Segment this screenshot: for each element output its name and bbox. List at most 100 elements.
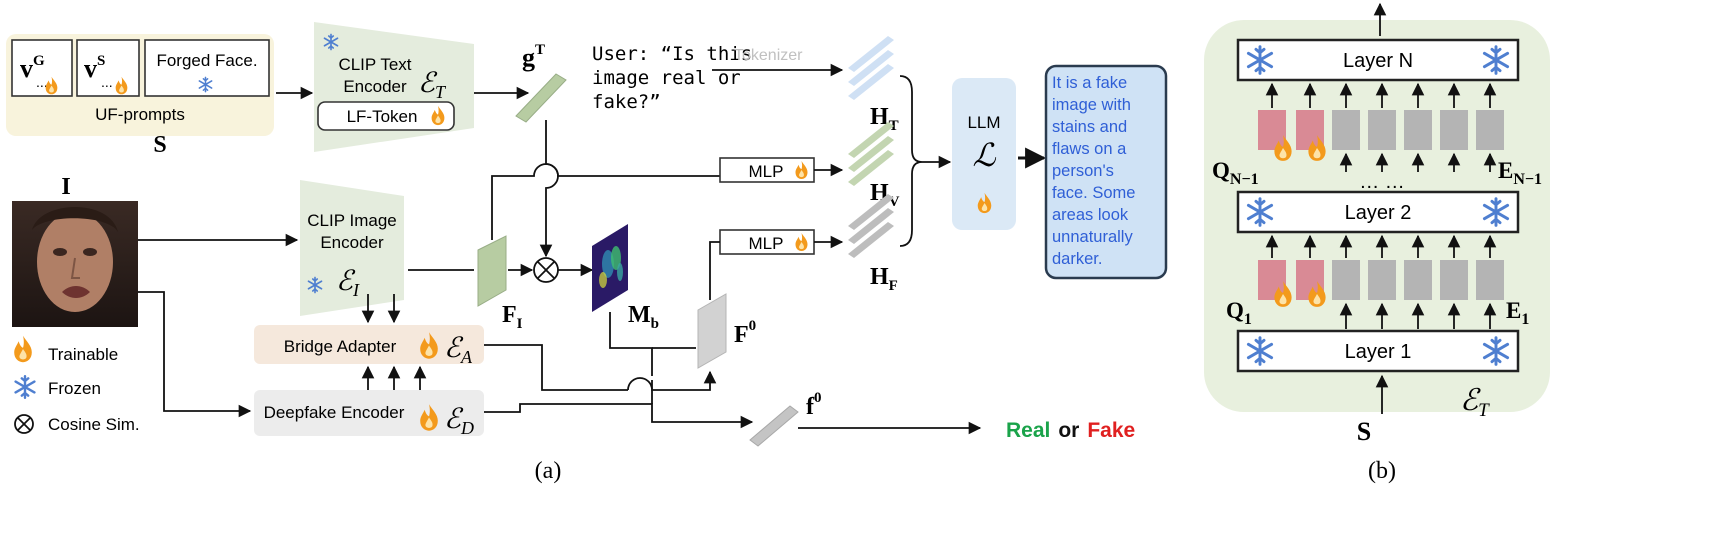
uf-prompts-label: UF-prompts [95, 105, 185, 124]
mb-heatmap [592, 224, 628, 312]
frozen-token [1332, 260, 1360, 300]
token-row-top [1258, 110, 1504, 161]
trainable-token [1258, 110, 1286, 150]
image-encoder-symbol: ℰI [336, 266, 360, 300]
text-encoder-title-1: CLIP Text [338, 55, 411, 74]
output-line: image with [1052, 96, 1131, 114]
hv-token [848, 122, 894, 158]
user-query-line-1: User: “Is this [592, 43, 752, 65]
q-bottom-label: Q1 [1226, 298, 1252, 328]
arrow [627, 370, 717, 391]
hv-token [848, 136, 894, 172]
layer-1-box [1236, 329, 1520, 373]
vs-prompt-box [76, 39, 140, 97]
layer-n-box [1236, 38, 1520, 82]
prompt-symbol-s: S [153, 132, 166, 158]
image-encoder-title-2: Encoder [320, 233, 384, 252]
panel-b-encoder-symbol: ℰT [1460, 384, 1490, 421]
output-text: It is a fake image with stains and flaws… [1052, 74, 1135, 268]
connector-line [709, 241, 720, 300]
lf-token-label: LF-Token [347, 107, 418, 126]
f0-small-label: f0 [806, 390, 822, 420]
token-row-bottom [1258, 260, 1504, 307]
llm-box [952, 78, 1016, 230]
layer-dots: … … [1359, 171, 1405, 193]
merge-brace [899, 75, 923, 247]
arrow [138, 291, 252, 418]
frozen-token [1476, 260, 1504, 300]
hf-token [848, 222, 894, 258]
e-top-label: EN−1 [1498, 158, 1542, 188]
output-line: face. Some [1052, 184, 1135, 202]
caption-a: (a) [535, 458, 562, 484]
cosine-sim-icon [14, 414, 34, 434]
user-query-line-3: fake?” [592, 91, 661, 113]
hf-token [848, 194, 894, 230]
e-bottom-label: E1 [1506, 298, 1529, 328]
f0-small-feature [749, 405, 799, 447]
layer-1-label: Layer 1 [1345, 341, 1412, 363]
image-encoder-title-1: CLIP Image [307, 211, 396, 230]
cosine-sim-operator [533, 257, 559, 283]
frozen-token [1368, 260, 1396, 300]
connector-line [484, 344, 628, 391]
legend-cosine: Cosine Sim. [48, 415, 140, 434]
frozen-token [1332, 110, 1360, 150]
vs-label: vS [84, 53, 105, 83]
input-face-image [12, 201, 138, 327]
gt-label: gT [522, 42, 545, 72]
output-line: stains and [1052, 118, 1127, 136]
connector-line [491, 163, 720, 240]
layer-2-box [1236, 190, 1520, 234]
flame-icon [14, 335, 32, 363]
panel-b-input-s: S [1357, 417, 1371, 446]
arrow [539, 120, 559, 258]
frozen-token [1440, 260, 1468, 300]
forged-face-prompt-box [144, 39, 270, 97]
legend-trainable: Trainable [48, 345, 118, 364]
arrows-to-layer-n [1265, 82, 1497, 108]
hf-token [848, 208, 894, 244]
clip-image-encoder [300, 180, 404, 316]
output-text-box [1044, 64, 1168, 280]
vg-prompt-box [11, 39, 73, 97]
lf-token-box [317, 101, 455, 131]
arrows-from-layer-1 [1339, 302, 1497, 329]
snowflake-icon [14, 374, 36, 400]
output-line: unnaturally [1052, 228, 1133, 246]
text-encoder-symbol: ℰT [418, 68, 447, 102]
output-line: flaws on a [1052, 140, 1127, 158]
frozen-token [1368, 110, 1396, 150]
layer-n-label: Layer N [1343, 50, 1413, 72]
fi-label: FI [502, 302, 523, 332]
hf-label: HF [870, 264, 898, 294]
output-line: darker. [1052, 250, 1102, 268]
bridge-adapter-symbol: ℰA [444, 333, 473, 367]
legend-frozen: Frozen [48, 379, 101, 398]
mlp-label-2: MLP [749, 234, 784, 253]
llm-symbol: ℒ [972, 137, 996, 173]
layer-2-label: Layer 2 [1345, 202, 1412, 224]
vg-label: vG [20, 53, 45, 83]
llm-label: LLM [967, 113, 1000, 132]
arrow [484, 403, 754, 429]
mlp-label-1: MLP [749, 162, 784, 181]
text-encoder-title-2: Encoder [343, 77, 407, 96]
vg-dots: ... [36, 74, 48, 90]
f0-label: F0 [734, 318, 756, 348]
ht-token [848, 36, 894, 72]
ht-token [848, 50, 894, 86]
connector-line [609, 312, 653, 376]
output-line: person's [1052, 162, 1114, 180]
hv-token [848, 150, 894, 186]
mb-label: Mb [628, 302, 659, 332]
deepfake-encoder-label: Deepfake Encoder [264, 403, 405, 422]
arrows-to-layer-2 [1265, 234, 1497, 258]
frozen-token [1404, 110, 1432, 150]
output-line: It is a fake [1052, 74, 1127, 92]
caption-b: (b) [1368, 458, 1396, 484]
vs-dots: ... [101, 74, 113, 90]
ht-token [848, 64, 894, 100]
bridge-adapter-label: Bridge Adapter [284, 337, 397, 356]
